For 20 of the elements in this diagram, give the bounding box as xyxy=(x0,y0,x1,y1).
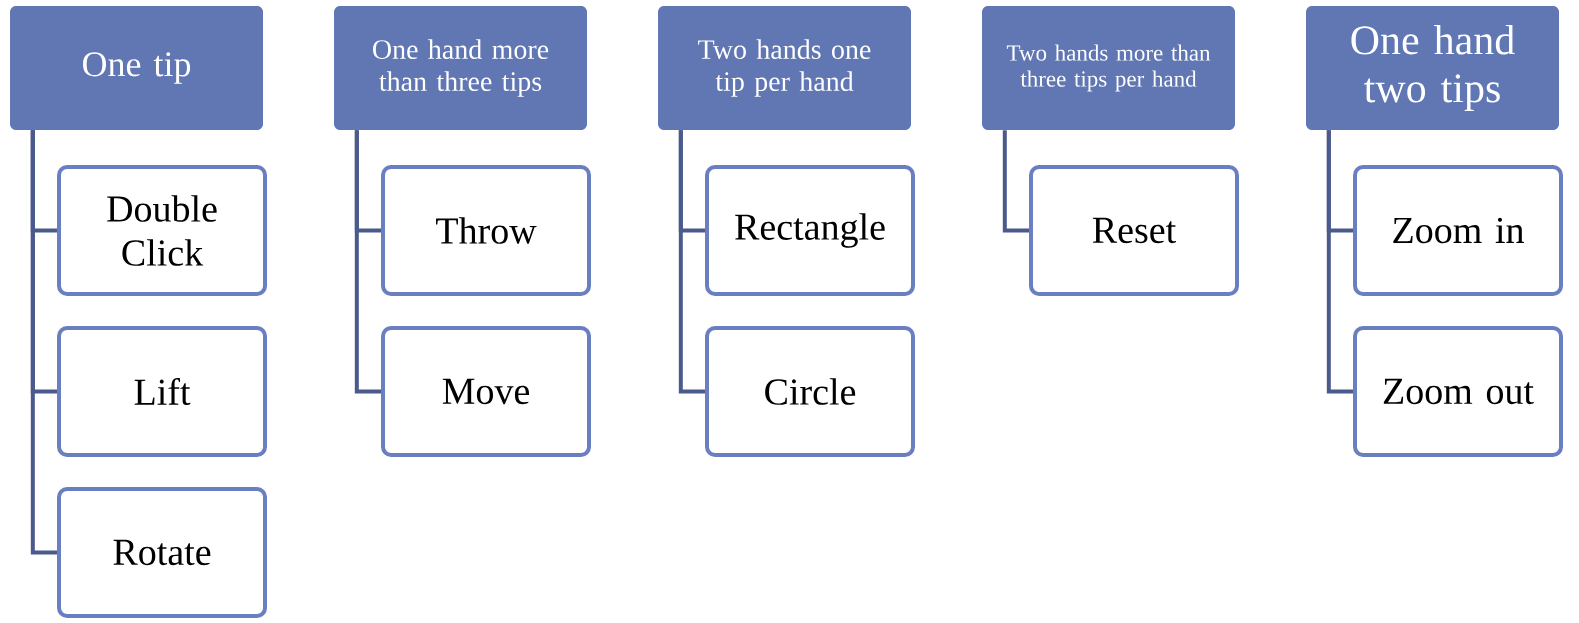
connector-line xyxy=(1326,130,1353,394)
item-box: Zoom in xyxy=(1353,165,1563,296)
item-box: Lift xyxy=(57,326,267,457)
category-box: Two hands one tip per hand xyxy=(658,6,911,130)
category-box: One tip xyxy=(10,6,263,130)
connector-line xyxy=(354,130,381,394)
connector-line xyxy=(1002,130,1029,233)
item-box: Circle xyxy=(705,326,915,457)
item-box: Rectangle xyxy=(705,165,915,296)
category-box: One hand two tips xyxy=(1306,6,1559,130)
item-box: Double Click xyxy=(57,165,267,296)
item-box: Throw xyxy=(381,165,591,296)
connector-line xyxy=(678,130,705,394)
connector-line xyxy=(30,130,57,555)
item-box: Reset xyxy=(1029,165,1239,296)
item-box: Move xyxy=(381,326,591,457)
category-box: One hand more than three tips xyxy=(334,6,587,130)
category-box: Two hands more than three tips per hand xyxy=(982,6,1235,130)
item-box: Rotate xyxy=(57,487,267,618)
item-box: Zoom out xyxy=(1353,326,1563,457)
